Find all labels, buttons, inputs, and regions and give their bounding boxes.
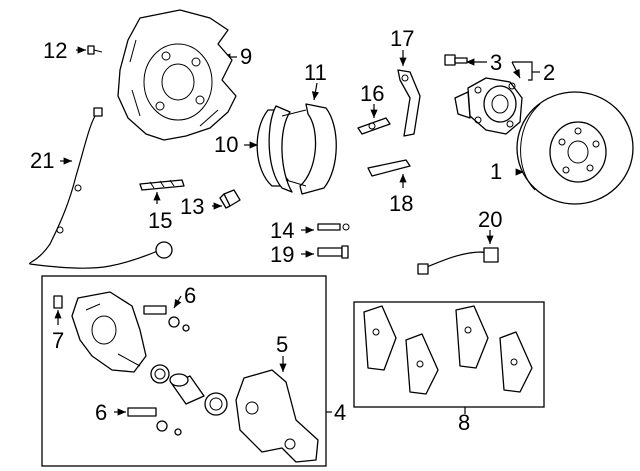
hub-bearing (454, 77, 523, 135)
caliper-assembly-box (41, 275, 327, 467)
callout-labels: 1 2 3 4 5 6 6 7 8 9 10 11 12 13 14 15 16… (30, 26, 555, 435)
callout-7: 7 (52, 328, 64, 353)
spring-15 (139, 179, 185, 191)
pad-kit-box (353, 301, 545, 408)
pin-19 (317, 245, 349, 259)
dust-boot (204, 392, 228, 416)
callout-2: 2 (543, 60, 555, 85)
callout-19: 19 (270, 242, 294, 267)
callout-6-lower: 6 (95, 400, 107, 425)
lever-17 (397, 69, 421, 137)
guide-pin-lower (127, 407, 182, 436)
callout-5: 5 (276, 332, 288, 357)
callout-10: 10 (214, 132, 238, 157)
callout-4: 4 (334, 400, 346, 425)
callout-1: 1 (490, 159, 502, 184)
guide-pin-upper (143, 305, 190, 332)
callout-3: 3 (490, 50, 502, 75)
callout-6-upper: 6 (184, 283, 196, 308)
brake-pads (363, 305, 533, 395)
pin-14 (317, 223, 350, 231)
callout-11: 11 (304, 60, 327, 85)
adjuster-16 (357, 117, 391, 135)
bolt-12 (87, 45, 103, 55)
callout-17: 17 (390, 26, 414, 51)
hose-20 (417, 247, 499, 275)
strut-18 (367, 159, 411, 177)
caliper-bracket-5 (235, 369, 319, 463)
backing-plate (117, 9, 237, 141)
callout-8: 8 (458, 410, 470, 435)
piston-seal (150, 364, 170, 384)
callout-16: 16 (360, 81, 384, 106)
callout-12: 12 (43, 38, 67, 63)
piston (169, 373, 205, 405)
callout-20: 20 (478, 207, 502, 232)
hub-bolt (444, 54, 468, 66)
callout-15: 15 (148, 208, 172, 233)
leader-lines (54, 46, 540, 416)
callout-14: 14 (270, 218, 294, 243)
caliper-body (71, 291, 147, 373)
callout-13: 13 (180, 194, 204, 219)
callout-21: 21 (30, 148, 54, 173)
brake-rotor (516, 91, 634, 205)
callout-18: 18 (389, 191, 413, 216)
sensor-harness-21 (29, 107, 173, 269)
brake-shoes (256, 103, 337, 195)
clip-13 (219, 189, 241, 209)
callout-9: 9 (240, 44, 252, 69)
bleeder-7 (53, 295, 63, 309)
